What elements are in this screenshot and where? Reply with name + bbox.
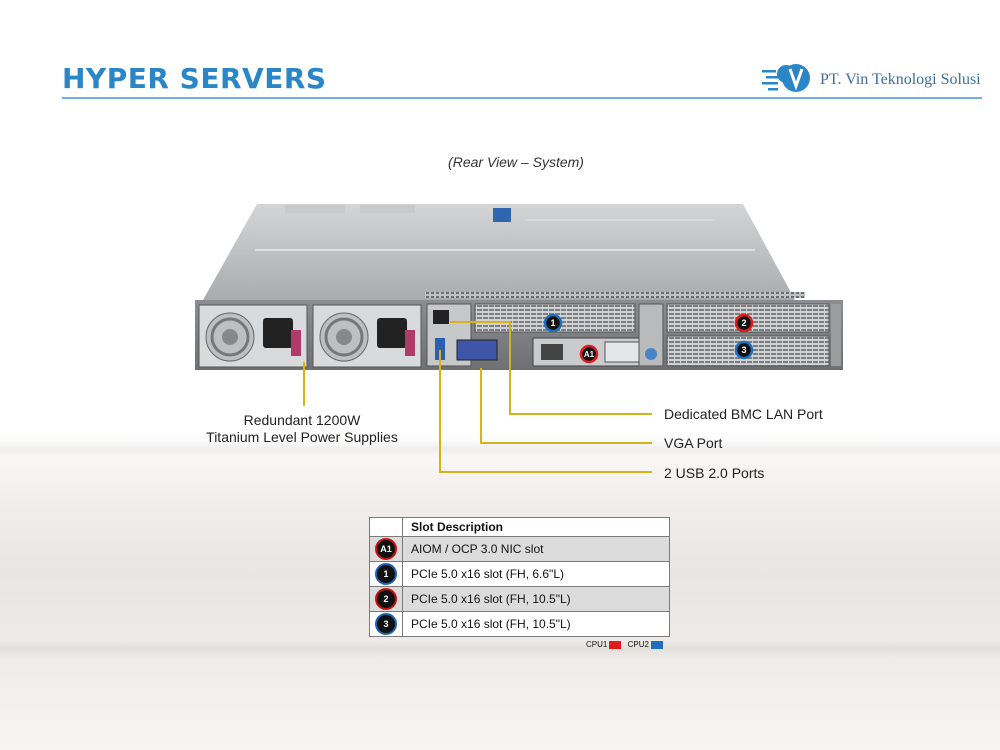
table-cell-badge: 3 <box>369 611 403 637</box>
server-rear-view: 1 2 3 A1 <box>195 204 843 370</box>
table-row: 1 PCIe 5.0 x16 slot (FH, 6.6"L) <box>369 561 670 587</box>
cpu2-legend-label: CPU2 <box>627 640 649 649</box>
company-name: PT. Vin Teknologi Solusi <box>820 71 981 88</box>
background-streak <box>0 640 1000 658</box>
vga-port <box>456 339 498 361</box>
svg-text:1: 1 <box>550 318 555 328</box>
slot-badge-1-icon: 1 <box>375 563 397 585</box>
svg-text:2: 2 <box>741 318 746 328</box>
slot-badge-a1: A1 <box>579 344 599 364</box>
table-row: A1 AIOM / OCP 3.0 NIC slot <box>369 536 670 562</box>
table-row: 2 PCIe 5.0 x16 slot (FH, 10.5"L) <box>369 586 670 612</box>
table-cell-description: PCIe 5.0 x16 slot (FH, 10.5"L) <box>402 611 670 637</box>
table-cell-badge: 2 <box>369 586 403 612</box>
company-logo-icon <box>762 64 810 92</box>
power-supply-2 <box>312 304 422 368</box>
table-cell-description: PCIe 5.0 x16 slot (FH, 10.5"L) <box>402 586 670 612</box>
power-supply-1 <box>198 304 308 368</box>
power-supplies-label: Redundant 1200W Titanium Level Power Sup… <box>192 412 412 446</box>
cpu-legend: CPU1 CPU2 <box>586 640 667 649</box>
bmc-port-label: Dedicated BMC LAN Port <box>664 406 823 422</box>
slot-badge-2-icon: 2 <box>375 588 397 610</box>
title-underline <box>62 97 982 99</box>
slot-badge-1: 1 <box>543 313 563 333</box>
vga-port-label: VGA Port <box>664 435 723 451</box>
cpu2-legend-swatch <box>650 640 663 649</box>
usb-ports <box>435 338 445 360</box>
slot-badge-a1-icon: A1 <box>375 538 397 560</box>
table-cell-description: AIOM / OCP 3.0 NIC slot <box>402 536 670 562</box>
cpu1-legend-label: CPU1 <box>586 640 608 649</box>
usb-leader-line <box>439 350 652 473</box>
table-cell-badge: A1 <box>369 536 403 562</box>
slot-badge-2: 2 <box>734 313 754 333</box>
cpu1-legend-swatch <box>609 640 622 649</box>
figure-caption: (Rear View – System) <box>448 154 584 170</box>
bmc-lan-port <box>433 310 449 324</box>
bmc-leader-line <box>450 321 652 415</box>
vga-leader-line <box>480 368 652 444</box>
slot-badge-3: 3 <box>734 340 754 360</box>
usb-ports-label: 2 USB 2.0 Ports <box>664 465 765 481</box>
table-cell-description: PCIe 5.0 x16 slot (FH, 6.6"L) <box>402 561 670 587</box>
table-header-label: Slot Description <box>402 517 670 537</box>
power-supplies-label-line2: Titanium Level Power Supplies <box>206 429 398 445</box>
page-title: HYPER SERVERS <box>62 62 327 95</box>
table-header-badge <box>369 517 403 537</box>
slot-description-table: Slot Description A1 AIOM / OCP 3.0 NIC s… <box>369 517 670 637</box>
table-header-row: Slot Description <box>369 517 670 537</box>
svg-text:A1: A1 <box>584 350 595 359</box>
table-cell-badge: 1 <box>369 561 403 587</box>
background-band <box>0 430 1000 750</box>
slot-badge-3-icon: 3 <box>375 613 397 635</box>
svg-text:3: 3 <box>741 345 746 355</box>
table-row: 3 PCIe 5.0 x16 slot (FH, 10.5"L) <box>369 611 670 637</box>
background-streak <box>0 440 1000 458</box>
chassis-top-cover <box>203 204 795 300</box>
power-supplies-label-line1: Redundant 1200W <box>243 412 361 428</box>
